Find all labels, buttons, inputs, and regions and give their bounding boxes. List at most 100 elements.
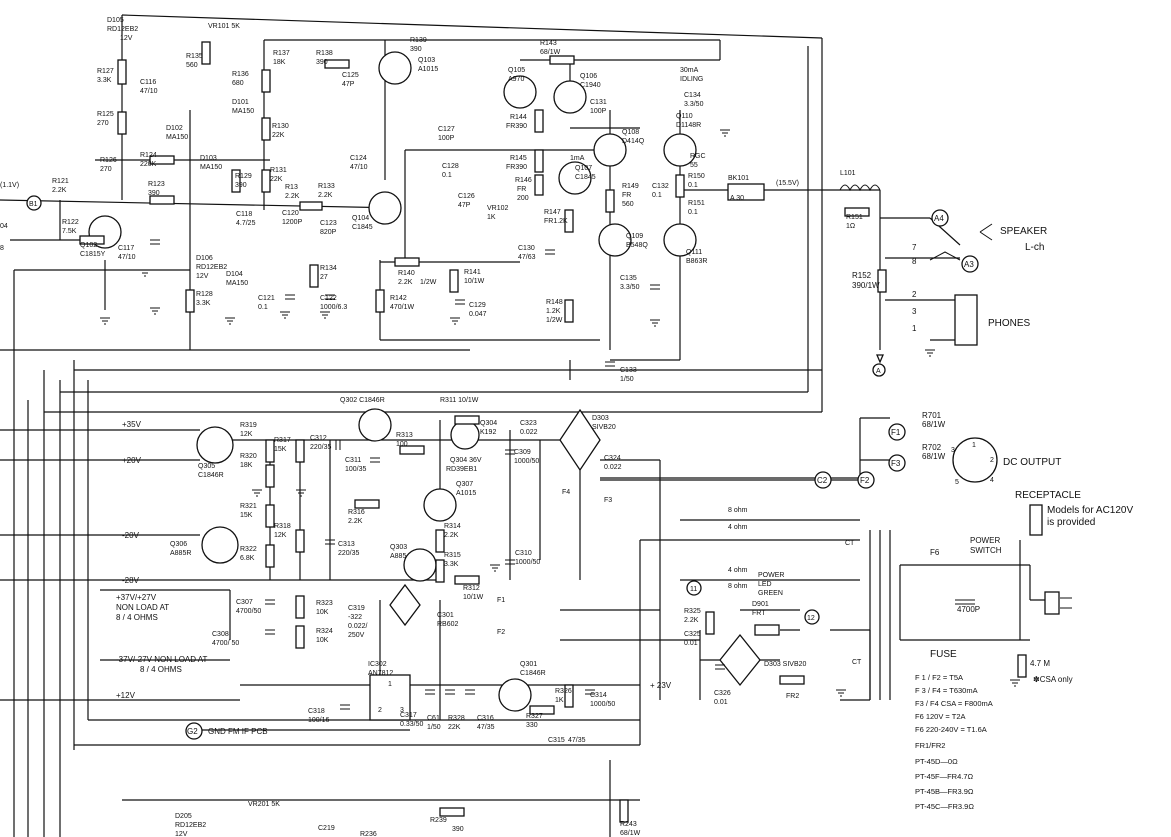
note-line-7: PT-45F—FR4.7Ω (915, 772, 974, 781)
amp-label-149: 1/2W (546, 317, 563, 324)
amp-label-96: 0.1 (442, 172, 452, 179)
amp-label-41: 270 (97, 120, 109, 127)
amp-label-115: 12V (196, 273, 209, 280)
connector-nodes (26, 195, 979, 740)
pwr-label-36: R318 (274, 523, 291, 530)
node-f3: F3 (891, 459, 901, 468)
pwr-label-61: 250V (348, 632, 365, 639)
pwr-label-49: 3.3K (444, 561, 459, 568)
amp-label-42: D102 (166, 125, 183, 132)
amp-label-24: Q106 (580, 73, 597, 80)
pwr-label-58: C319 (348, 605, 365, 612)
amp-label-44: R130 (272, 123, 289, 130)
pwr-label-60: 0.022/ (348, 623, 368, 630)
amp-label-145: C129 (469, 302, 486, 309)
csa-only: ✽CSA only (1033, 675, 1073, 684)
pwr-label-59: -322 (348, 614, 362, 621)
amp-label-99: VR102 (487, 205, 509, 212)
pwr-label-25: 1000/50 (514, 458, 539, 465)
node-f1: F1 (891, 428, 901, 437)
amp-label-38: C116 (140, 79, 156, 86)
amp-label-20: R143 (540, 40, 557, 47)
pwr-label-76: C314 (590, 692, 607, 699)
din-pin-4: 4 (990, 477, 994, 484)
pwr-label-41: 6.8K (240, 555, 255, 562)
amp-label-131: 27 (320, 274, 328, 281)
amp-label-72: 0.1 (688, 182, 698, 189)
amp-label-70: 0.1 (652, 192, 662, 199)
pin-3: 3 (912, 307, 917, 316)
pwr-label-26: C324 (604, 455, 621, 462)
amp-label-89: R13 (285, 184, 298, 191)
amp-label-105: Q111 (686, 249, 702, 256)
bottom-label-6: 390 (452, 826, 464, 833)
amp-label-104: B548Q (626, 242, 648, 249)
rail-plus20: +20V (122, 456, 142, 465)
pin-8: 8 (912, 257, 917, 266)
pwr-label-34: F4 (562, 489, 570, 496)
amp-label-16: Q103 (418, 57, 435, 64)
amp-label-106: B863R (686, 258, 707, 265)
c326-label: C326 (714, 690, 731, 697)
amp-label-122: C120 (282, 210, 299, 217)
amp-label-4: R135 (186, 53, 203, 60)
amp-label-7: 680 (232, 80, 244, 87)
pwr-label-14: D303 (592, 415, 609, 422)
fuse-label: FUSE (930, 649, 957, 660)
amp-label-56: D103 (200, 155, 217, 162)
c4700-label: 4700P (957, 605, 980, 614)
note-line-3: F6 120V = T2A (915, 712, 966, 721)
amp-label-10: R137 (273, 50, 290, 57)
amp-label-116: D104 (226, 271, 243, 278)
amp-label-144: 470/1W (390, 304, 415, 311)
pwr-label-70: IC302 (368, 661, 387, 668)
pwr-label-87: 47/35 (477, 724, 495, 731)
r701-value: 68/1W (922, 420, 946, 429)
amp-label-134: 1/2W (420, 279, 437, 286)
pwr-label-64: F1 (497, 597, 505, 604)
amp-label-65: 200 (517, 195, 529, 202)
pwr-label-5: 15K (274, 446, 287, 453)
amp-label-109: Q102 (80, 242, 97, 249)
c325-value: 0.01 (684, 640, 698, 647)
power-switch-1: POWER (970, 536, 1000, 545)
d303b-label: D303 SIVB20 (764, 661, 807, 668)
node-11: 11 (690, 586, 697, 593)
pwr-label-38: Q306 (170, 541, 187, 548)
note-neg-2: 8 / 4 OHMS (140, 665, 182, 674)
din-pin-1: 1 (972, 442, 976, 449)
bottom-label-2: 12V (175, 831, 188, 837)
pwr-label-37: 12K (274, 532, 287, 539)
note-pos-1: +37V/+27V (116, 593, 157, 602)
pwr-label-12: C323 (520, 420, 537, 427)
amp-label-47: 100P (438, 135, 455, 142)
note-line-5: FR1/FR2 (915, 741, 945, 750)
bottom-label-3: VR201 5K (248, 801, 280, 808)
amp-label-118: R128 (196, 291, 213, 298)
amp-label-100: 1K (487, 214, 496, 221)
pwr-label-30: R316 (348, 509, 365, 516)
ct-label-2: CT (852, 659, 862, 666)
amp-label-35: FR390 (506, 123, 527, 130)
amp-label-152: (1.1V) (0, 182, 19, 189)
dc-output-label: DC OUTPUT (1003, 457, 1061, 468)
note-line-4: F6 220-240V = T1.6A (915, 725, 987, 734)
amp-label-1: RD12EB2 (107, 26, 138, 33)
amp-label-37: 3.3K (97, 77, 112, 84)
pwr-label-79: 100/16 (308, 717, 330, 724)
phones-label: PHONES (988, 318, 1031, 329)
amp-label-121: 4.7/25 (236, 220, 256, 227)
amp-label-19: 47P (342, 81, 355, 88)
ic-pin-1: 1 (388, 681, 392, 688)
amp-label-67: FR (622, 192, 631, 199)
amp-label-76: A 30 (730, 195, 744, 202)
amp-label-0: D105 (107, 17, 124, 24)
rail-plus23: + 23V (650, 681, 672, 690)
tap-4ohm-b: 4 ohm (728, 567, 748, 574)
amp-label-26: 30mA (680, 67, 699, 74)
pwr-label-72: Q301 (520, 661, 537, 668)
amp-label-12: R138 (316, 50, 333, 57)
pwr-label-40: R322 (240, 546, 257, 553)
